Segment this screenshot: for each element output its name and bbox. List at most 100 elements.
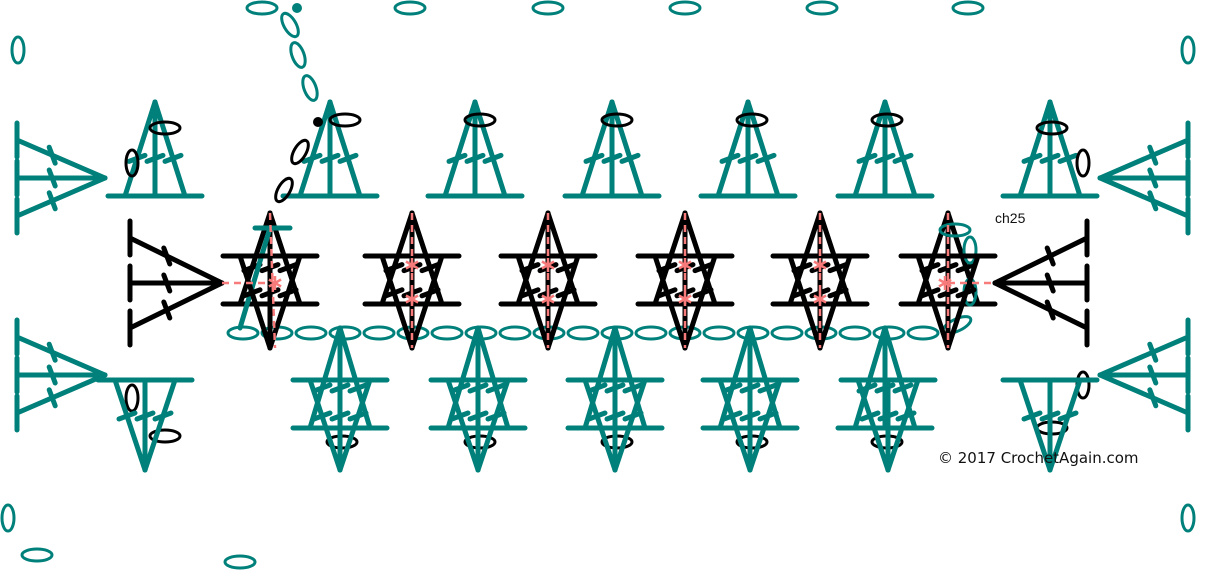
stitch-post [237, 225, 273, 331]
stitch-post [545, 253, 581, 351]
stitch-tick [161, 299, 173, 321]
chain-oval [702, 325, 736, 341]
stitch-tick [586, 382, 608, 394]
stitch-post [715, 99, 751, 199]
cluster-stitch [127, 218, 225, 348]
cluster-stitch [838, 377, 938, 473]
stitch-tick [144, 152, 166, 164]
stitch-post [579, 99, 615, 199]
stitch-post [817, 253, 853, 351]
stitch-post [1017, 377, 1053, 473]
chain-oval [223, 554, 257, 570]
stitch-tick [892, 382, 914, 394]
stitch-tick [937, 287, 959, 299]
asterisk-marker [405, 258, 419, 272]
stitch-tick [449, 382, 471, 394]
chain-oval [328, 112, 362, 128]
chain-oval [566, 325, 600, 341]
stitch-post [945, 253, 981, 351]
cluster-stitch [1000, 377, 1100, 473]
chain-oval [328, 325, 362, 341]
stitch-tick [419, 262, 441, 274]
chain-oval [668, 0, 702, 16]
stitch-tick [859, 410, 881, 422]
stitch-tick [329, 410, 351, 422]
stitch-tick [46, 144, 58, 166]
stitch-tick [337, 152, 359, 164]
stitch-post [1017, 99, 1053, 199]
stitch-post [882, 99, 918, 199]
stitch-post [609, 99, 645, 199]
stitch-tick [622, 382, 644, 394]
stitch-tick [464, 152, 486, 164]
stitch-post [682, 253, 718, 351]
chain-oval [294, 325, 328, 341]
stitch-tick [46, 167, 58, 189]
stitch-tick [874, 152, 896, 164]
chain-oval [226, 325, 260, 341]
cluster-stitch [1000, 99, 1100, 199]
cluster-stitch [425, 99, 525, 199]
cluster-stitch [428, 377, 528, 473]
stitch-post [852, 99, 888, 199]
stitch-tick [586, 410, 608, 422]
stitch-tick [347, 382, 369, 394]
cluster-stitch [835, 99, 935, 199]
chain-oval [634, 325, 668, 341]
asterisk-marker [541, 292, 555, 306]
stitch-post [475, 377, 511, 473]
chain-oval [872, 325, 906, 341]
asterisk-marker [268, 276, 282, 290]
chain-oval [600, 112, 634, 128]
stitch-tick [791, 287, 813, 299]
stitch-tick [955, 287, 977, 299]
chain-oval [430, 325, 464, 341]
asterisk-stroke [405, 260, 419, 270]
stitch-tick [1021, 152, 1043, 164]
stitch-tick [721, 382, 743, 394]
chain-oval [838, 325, 872, 341]
stitch-post [992, 280, 1090, 331]
chain-oval [805, 0, 839, 16]
stitch-tick [162, 152, 184, 164]
cluster-stitch [698, 99, 798, 199]
asterisk-stroke [268, 278, 282, 288]
chain-oval [735, 112, 769, 128]
stitch-post [992, 235, 1090, 286]
stitch-tick [739, 410, 761, 422]
chain-oval [906, 325, 940, 341]
stitch-tick [46, 387, 58, 409]
chain-oval [464, 325, 498, 341]
asterisk-marker [405, 292, 419, 306]
stitch-tick [1147, 144, 1159, 166]
stitch-tick [319, 152, 341, 164]
stitch-post [612, 377, 648, 473]
asterisk-marker [938, 276, 952, 290]
chain-oval [362, 325, 396, 341]
chain-oval [531, 0, 565, 16]
cluster-stitch [14, 317, 108, 433]
stitch-tick [311, 382, 333, 394]
stitch-tick [152, 410, 174, 422]
stitch-tick [1147, 364, 1159, 386]
stitch-tick [1044, 245, 1056, 267]
stitch-tick [1147, 190, 1159, 212]
stitch-post [582, 377, 618, 473]
stitch-post [915, 253, 951, 351]
stitch-tick [555, 287, 577, 299]
cluster-stitch [280, 99, 380, 199]
stitch-post [152, 99, 188, 199]
cluster-stitch [562, 99, 662, 199]
asterisk-marker [541, 258, 555, 272]
stitch-post [14, 334, 108, 378]
stitch-post [237, 253, 273, 351]
chain-oval [962, 235, 978, 265]
asterisk-stroke [541, 260, 555, 270]
chain-oval [393, 0, 427, 16]
stitch-post [127, 235, 225, 286]
stitch-post [14, 137, 108, 181]
stitch-tick [1057, 152, 1079, 164]
cluster-stitch [95, 377, 195, 473]
